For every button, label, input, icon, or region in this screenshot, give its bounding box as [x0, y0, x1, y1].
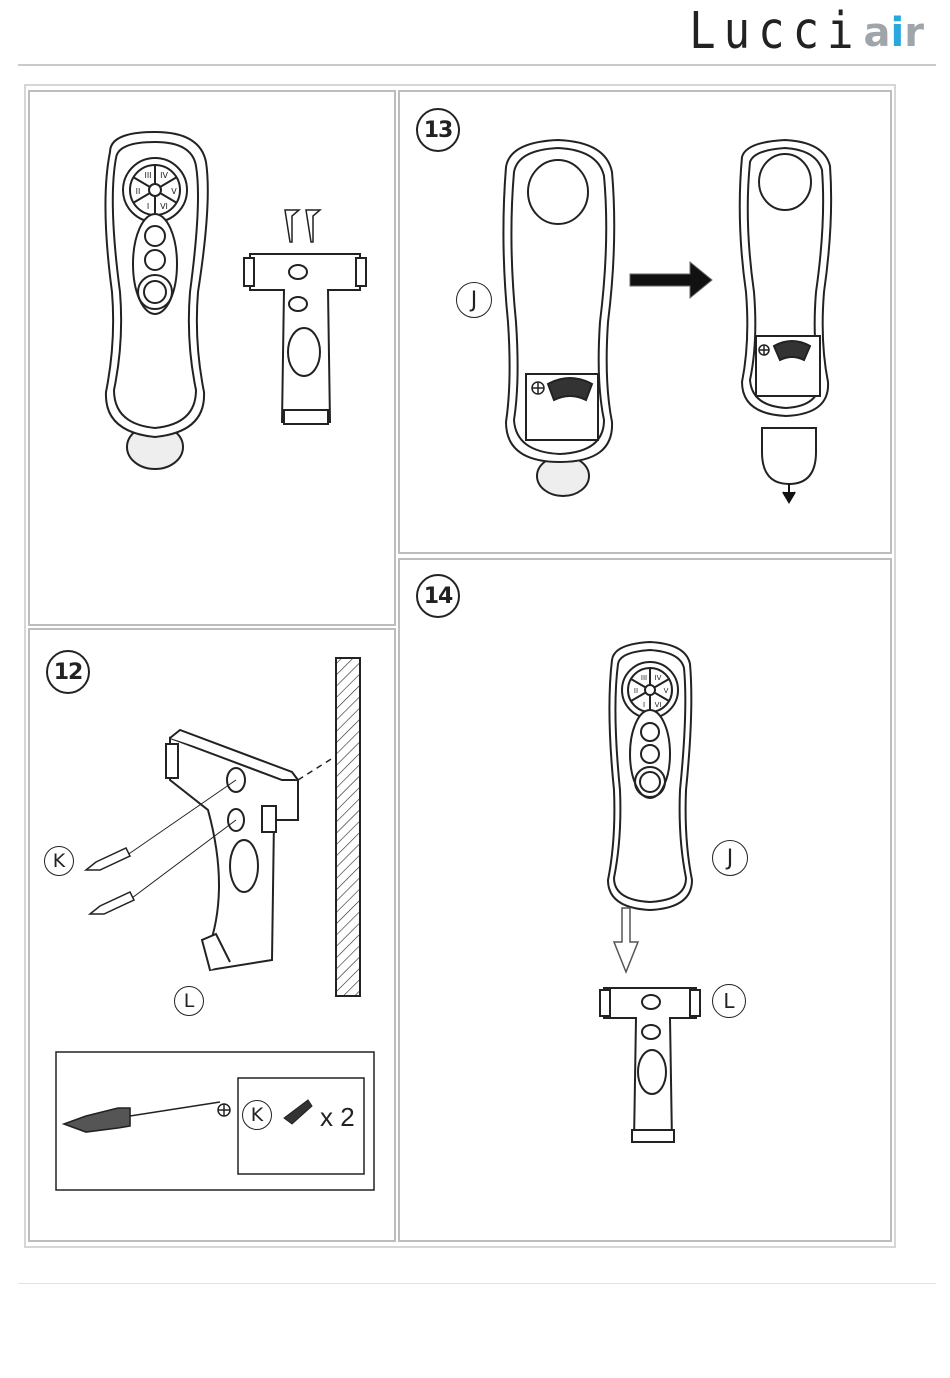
btn14-III: III: [641, 674, 647, 682]
remote-control-drawing: [105, 132, 207, 469]
btn14-V: V: [664, 687, 669, 695]
wall-section: [336, 658, 360, 996]
label-L-step14: L: [712, 984, 746, 1018]
remote-back-view-right: [740, 140, 831, 484]
step-14-illustration: III IV II V I VI: [400, 560, 892, 1242]
screw-pair-icon: [285, 210, 320, 242]
btn14-II: II: [634, 687, 638, 695]
btn14-VI: VI: [655, 701, 662, 709]
btn-IV: IV: [160, 171, 168, 180]
remote-holder-illustration: III IV II V I VI: [30, 92, 396, 626]
screw-pair-K: [86, 848, 134, 914]
phillips-symbol-box: [218, 1104, 230, 1116]
brand-air: air: [864, 10, 924, 56]
down-arrow-small: [783, 484, 795, 502]
label-K-step12: K: [44, 846, 74, 876]
footer-divider: [18, 1283, 936, 1284]
btn14-IV: IV: [655, 674, 662, 682]
down-arrow-outline: [614, 908, 638, 972]
remote-front-drawing: [608, 642, 692, 910]
phillips-symbol-right: [759, 345, 769, 355]
btn-I: I: [147, 202, 149, 211]
panel-step-12: 12 K L K x 2: [28, 628, 396, 1242]
panel-remote-and-holder: III IV II V I VI: [28, 90, 396, 626]
label-L-step12: L: [174, 986, 204, 1016]
panel-step-13: 13 J: [398, 90, 892, 554]
brand-logo: Lucci air: [689, 6, 924, 64]
screw-quantity: x 2: [320, 1102, 355, 1133]
right-arrow-icon: [630, 262, 712, 298]
btn-V: V: [171, 187, 177, 196]
label-J-step13: J: [456, 282, 492, 318]
holder-angled-drawing: [166, 730, 298, 970]
step-12-illustration: [30, 630, 396, 1242]
screwdriver-icon: [64, 1102, 220, 1132]
btn14-I: I: [643, 701, 645, 709]
step-13-illustration: [400, 92, 892, 554]
btn-VI: VI: [160, 202, 168, 211]
label-K-parts: K: [242, 1100, 272, 1130]
panel-step-14: III IV II V I VI 14 J L: [398, 558, 892, 1242]
btn-II: II: [136, 187, 141, 196]
holder-front-drawing: [600, 988, 700, 1142]
wall-holder-drawing: [244, 254, 366, 424]
remote-back-view-left: [503, 140, 614, 496]
header-divider: [18, 64, 936, 66]
step-number-13: 13: [416, 108, 460, 152]
brand-lucci: Lucci: [689, 2, 861, 61]
step-number-14: 14: [416, 574, 460, 618]
btn-III: III: [144, 171, 151, 180]
phillips-symbol-left: [532, 382, 544, 394]
screw-icon: [284, 1100, 312, 1124]
step-number-12: 12: [46, 650, 90, 694]
label-J-step14: J: [712, 840, 748, 876]
